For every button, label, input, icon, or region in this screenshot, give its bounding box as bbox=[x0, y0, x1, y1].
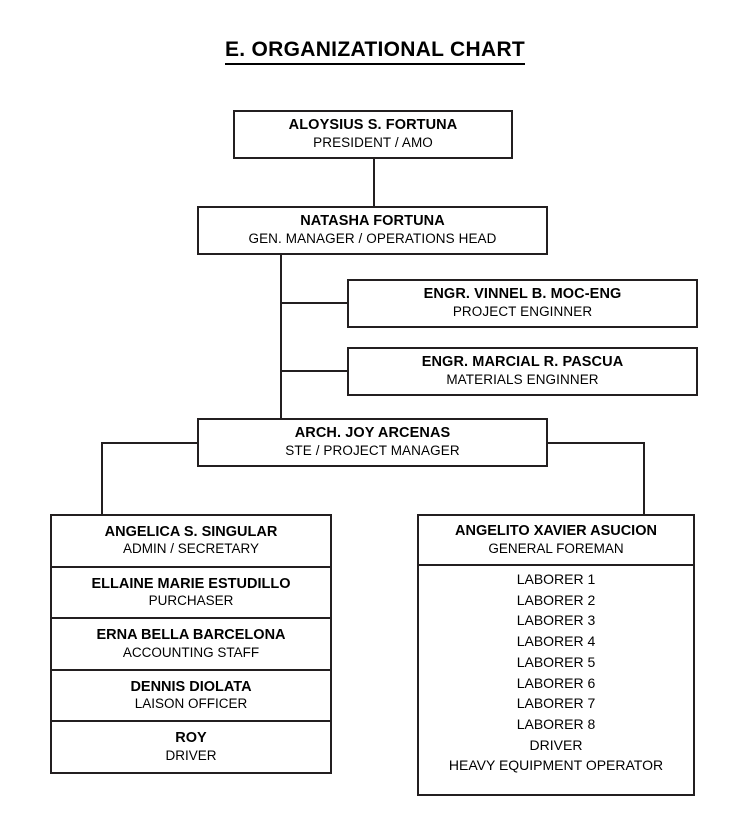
admin-row-role: ADMIN / SECRETARY bbox=[122, 541, 260, 557]
node-general-manager-role: GEN. MANAGER / OPERATIONS HEAD bbox=[248, 231, 497, 247]
node-project-engineer-role: PROJECT ENGINNER bbox=[452, 304, 593, 320]
field-crew-item[interactable]: HEAVY EQUIPMENT OPERATOR bbox=[448, 757, 664, 774]
node-president[interactable]: ALOYSIUS S. FORTUNA PRESIDENT / AMO bbox=[233, 110, 513, 159]
page-title-text: E. ORGANIZATIONAL CHART bbox=[224, 38, 526, 65]
connector-gm-spine bbox=[280, 254, 282, 420]
node-general-manager-name: NATASHA FORTUNA bbox=[300, 213, 445, 230]
admin-row-role: ACCOUNTING STAFF bbox=[122, 644, 260, 660]
node-president-role: PRESIDENT / AMO bbox=[313, 135, 433, 151]
node-project-engineer[interactable]: ENGR. VINNEL B. MOC-ENG PROJECT ENGINNER bbox=[347, 279, 698, 328]
node-project-manager-name: ARCH. JOY ARCENAS bbox=[294, 425, 451, 442]
field-crew-list: LABORER 1 LABORER 2 LABORER 3 LABORER 4 LABO… bbox=[419, 566, 693, 794]
node-materials-engineer[interactable]: ENGR. MARCIAL R. PASCUA MATERIALS ENGINN… bbox=[347, 347, 698, 396]
connector-gm-to-materials-engineer bbox=[280, 370, 349, 372]
connector-gm-to-project-engineer bbox=[280, 302, 349, 304]
connector-pm-to-field-horizontal bbox=[546, 442, 645, 444]
field-crew-item[interactable]: LABORER 2 bbox=[516, 591, 596, 608]
field-crew-item[interactable]: LABORER 3 bbox=[516, 612, 596, 629]
field-crew-item[interactable]: LABORER 8 bbox=[516, 716, 596, 733]
admin-row-name: ELLAINE MARIE ESTUDILLO bbox=[91, 575, 291, 592]
admin-row-role: PURCHASER bbox=[148, 592, 234, 608]
node-project-engineer-name: ENGR. VINNEL B. MOC-ENG bbox=[423, 286, 622, 303]
node-president-name: ALOYSIUS S. FORTUNA bbox=[288, 117, 458, 134]
connector-pm-to-field-vertical bbox=[643, 442, 645, 516]
field-head-role: GENERAL FOREMAN bbox=[488, 540, 624, 556]
field-crew-item[interactable]: LABORER 6 bbox=[516, 674, 596, 691]
admin-row-role: DRIVER bbox=[165, 747, 217, 763]
field-crew-item[interactable]: LABORER 1 bbox=[516, 571, 596, 587]
connector-pm-to-admin-vertical bbox=[101, 442, 103, 516]
node-general-manager[interactable]: NATASHA FORTUNA GEN. MANAGER / OPERATION… bbox=[197, 206, 548, 255]
admin-row-name: ERNA BELLA BARCELONA bbox=[96, 627, 286, 644]
connector-pm-to-admin-horizontal bbox=[101, 442, 199, 444]
admin-row-name: ROY bbox=[175, 730, 207, 747]
admin-row-role: LAISON OFFICER bbox=[134, 696, 248, 712]
node-materials-engineer-name: ENGR. MARCIAL R. PASCUA bbox=[421, 354, 624, 371]
field-crew-item[interactable]: LABORER 4 bbox=[516, 633, 596, 650]
admin-row-name: ANGELICA S. SINGULAR bbox=[104, 524, 278, 540]
admin-row-name: DENNIS DIOLATA bbox=[130, 678, 252, 695]
connector-president-to-gm bbox=[373, 158, 375, 208]
field-head-name: ANGELITO XAVIER ASUCION bbox=[455, 523, 657, 540]
field-crew-item[interactable]: LABORER 5 bbox=[516, 653, 596, 670]
page-title: E. ORGANIZATIONAL CHART bbox=[0, 38, 750, 65]
node-project-manager[interactable]: ARCH. JOY ARCENAS STE / PROJECT MANAGER bbox=[197, 418, 548, 467]
field-crew-item[interactable]: DRIVER bbox=[529, 736, 583, 753]
node-project-manager-role: STE / PROJECT MANAGER bbox=[285, 443, 460, 459]
node-materials-engineer-role: MATERIALS ENGINNER bbox=[446, 372, 599, 388]
field-crew-item[interactable]: LABORER 7 bbox=[516, 695, 596, 712]
